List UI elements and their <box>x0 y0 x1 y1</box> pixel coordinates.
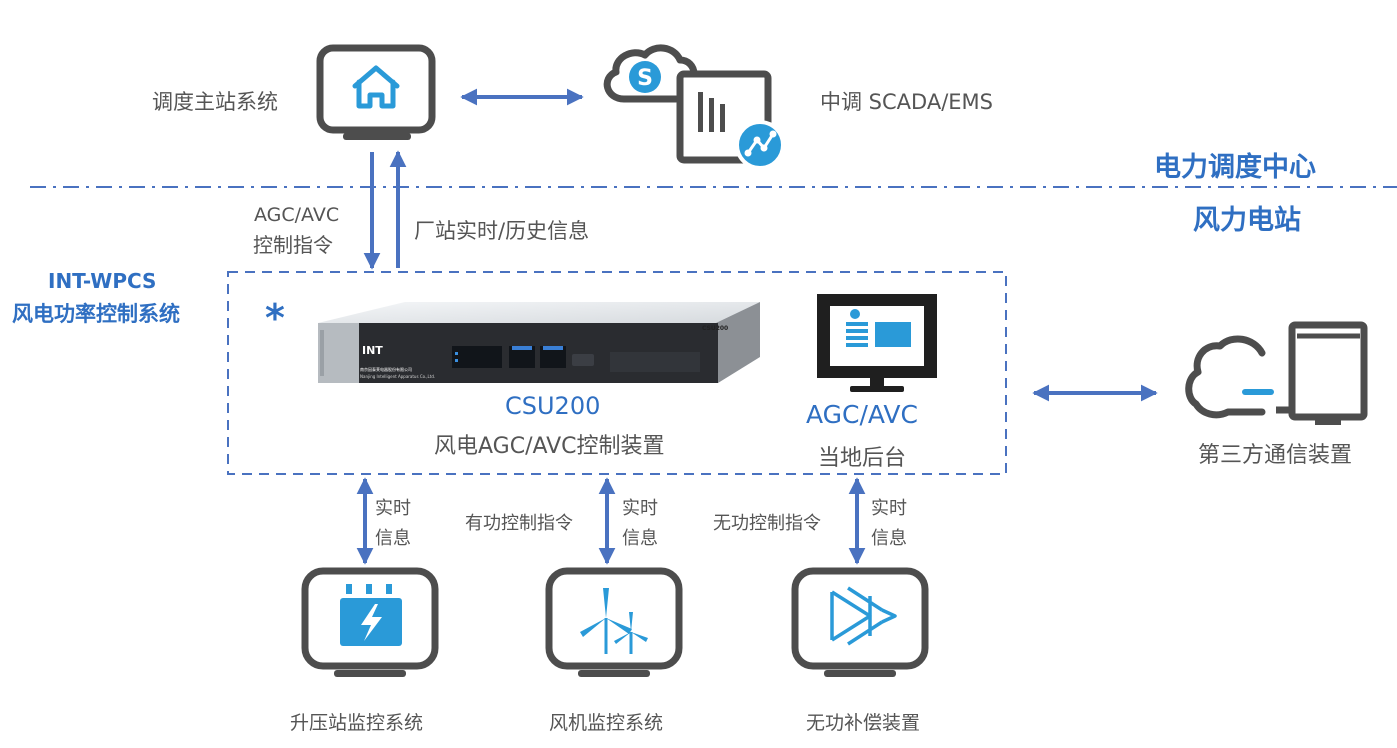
svg-text:S: S <box>637 66 653 91</box>
dispatch-zone-label: 电力调度中心 <box>1154 152 1316 183</box>
plant-info-label: 厂站实时/历史信息 <box>414 219 590 243</box>
csu200-device-image <box>318 302 760 383</box>
backend-title: AGC/AVC <box>806 400 918 429</box>
scada-label: 中调 SCADA/EMS <box>820 90 993 114</box>
system-boundary <box>227 271 1007 475</box>
reactive-realtime-line2: 信息 <box>871 528 907 549</box>
booster-realtime-line2: 信息 <box>375 528 411 549</box>
wind-zone-label: 风力电站 <box>1193 205 1301 236</box>
csu200-company-en: Nanjing Intelligent Apparatus Co.,Ltd. <box>360 374 436 379</box>
turbine-monitor-label: 风机监控系统 <box>549 712 664 734</box>
booster-monitor-icon <box>301 567 439 677</box>
csu200-brand-logo: INT <box>362 344 383 357</box>
booster-realtime-line1: 实时 <box>375 498 411 519</box>
turbine-monitor-icon <box>545 567 683 677</box>
reactive-comp-label: 无功补偿装置 <box>806 712 921 734</box>
csu200-title: CSU200 <box>505 392 601 420</box>
house-monitor-icon <box>316 44 436 140</box>
asterisk-mark: * <box>265 296 285 340</box>
reactive-realtime-line1: 实时 <box>871 498 907 519</box>
booster-station-label: 升压站监控系统 <box>290 712 424 734</box>
reactive-comp-monitor-icon <box>791 567 929 677</box>
system-name-line1: INT-WPCS <box>48 269 157 293</box>
backend-subtitle: 当地后台 <box>818 446 907 471</box>
agc-cmd-label-line2: 控制指令 <box>253 233 333 257</box>
third-party-icon <box>1185 321 1368 425</box>
csu200-subtitle: 风电AGC/AVC控制装置 <box>434 434 665 459</box>
backend-monitor-icon <box>817 294 937 392</box>
master-station-label: 调度主站系统 <box>152 90 278 114</box>
third-party-label: 第三方通信装置 <box>1198 443 1353 468</box>
scada-icon: S <box>603 44 785 170</box>
csu200-company-cn: 南京因泰莱电器股份有限公司 <box>360 367 412 372</box>
reactive-power-cmd-label: 无功控制指令 <box>713 513 821 534</box>
csu200-model-plate: CSU200 <box>702 325 729 332</box>
system-name-line2: 风电功率控制系统 <box>12 302 180 326</box>
turbine-realtime-line2: 信息 <box>622 528 658 549</box>
active-power-cmd-label: 有功控制指令 <box>465 513 573 534</box>
turbine-realtime-line1: 实时 <box>622 498 658 519</box>
agc-cmd-label-line1: AGC/AVC <box>254 204 340 226</box>
